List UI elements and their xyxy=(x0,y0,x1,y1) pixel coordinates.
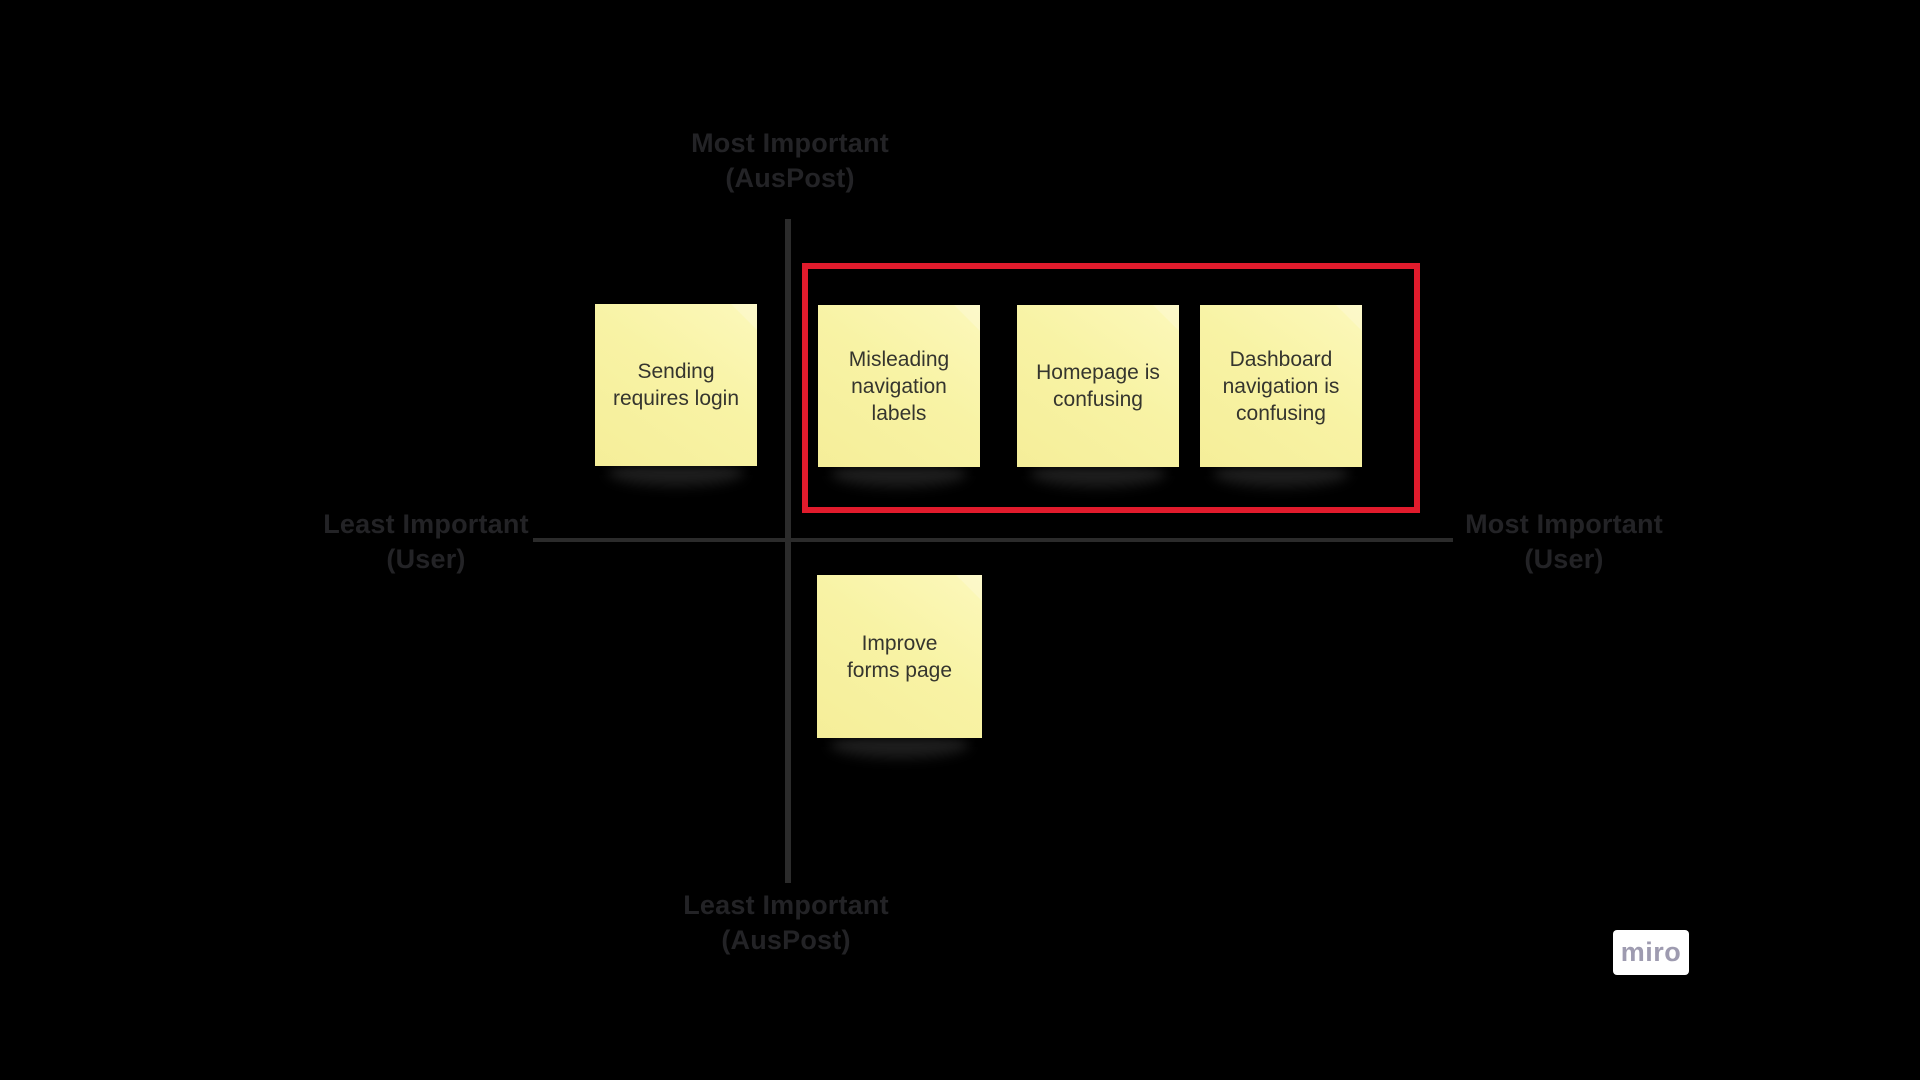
axis-label-least-important-user: Least Important (User) xyxy=(323,509,529,574)
sticky-note-misleading-navigation-labels[interactable]: Misleading navigation labels xyxy=(818,305,980,487)
miro-watermark-badge[interactable]: miro xyxy=(1613,930,1689,975)
sticky-note-homepage-is-confusing[interactable]: Homepage is confusing xyxy=(1017,305,1179,487)
sticky-note-text: Misleading navigation labels xyxy=(848,347,950,425)
horizontal-axis-line xyxy=(533,538,1453,542)
note-body: Sending requires login xyxy=(595,304,757,466)
highlight-frame[interactable] xyxy=(802,263,1420,513)
vertical-axis-line xyxy=(785,219,791,883)
axis-label-least-important-auspost: Least Important (AusPost) xyxy=(683,890,889,955)
note-body: Improve forms page xyxy=(817,575,982,738)
note-body: Dashboard navigation is confusing xyxy=(1200,305,1362,467)
note-body: Homepage is confusing xyxy=(1017,305,1179,467)
note-body: Misleading navigation labels xyxy=(818,305,980,467)
sticky-note-dashboard-navigation-is-confusing[interactable]: Dashboard navigation is confusing xyxy=(1200,305,1362,487)
sticky-note-sending-requires-login[interactable]: Sending requires login xyxy=(595,304,757,486)
sticky-note-text: Homepage is confusing xyxy=(1036,361,1160,411)
sticky-note-text: Dashboard navigation is confusing xyxy=(1222,347,1340,425)
miro-logo-text: miro xyxy=(1620,937,1682,967)
sticky-note-text: Improve forms page xyxy=(846,631,953,682)
axis-label-most-important-user: Most Important (User) xyxy=(1465,509,1663,574)
axis-label-most-important-auspost: Most Important (AusPost) xyxy=(691,128,889,193)
sticky-note-improve-forms-page[interactable]: Improve forms page xyxy=(817,575,982,758)
sticky-note-text: Sending requires login xyxy=(612,360,740,410)
